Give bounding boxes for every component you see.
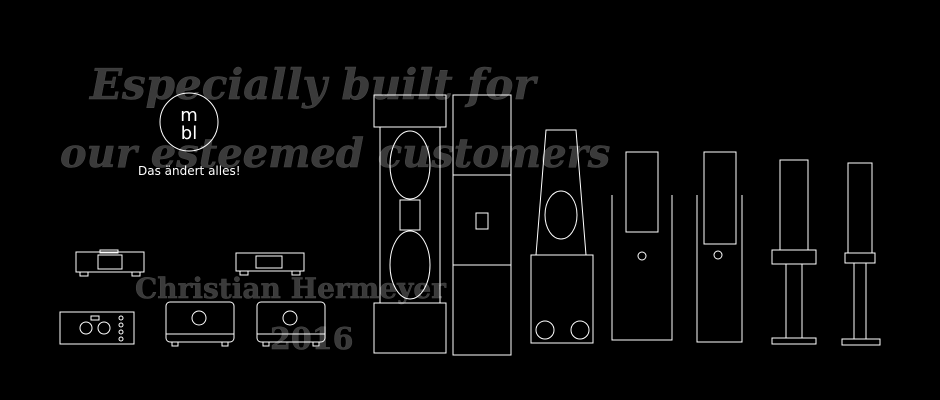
integrated-amplifier [59,311,135,345]
speaker-standmount-large [771,159,817,345]
tagline: Das ändert alles! [138,164,241,178]
speaker-radialstrahler [530,129,594,344]
watermark-line-1: Especially built for [90,60,536,110]
speaker-floorstanding-medium [696,151,743,343]
watermark-line-2: our esteemed customers [60,130,611,178]
power-amplifier-right [256,301,326,347]
speaker-101x-tower [373,94,447,354]
svg-text:m: m [180,105,198,126]
svg-text:bl: bl [181,123,197,144]
cd-player [75,249,145,277]
power-amplifier-left [165,301,235,347]
mbl-logo: m bl [159,92,219,152]
speaker-floorstanding-large [611,151,673,341]
dac [235,252,305,276]
speaker-column-subwoofer [452,94,512,356]
speaker-standmount-small [841,162,881,346]
watermark-year: 2016 [270,322,354,358]
watermark-signature: Christian Hermeyer [135,272,446,306]
